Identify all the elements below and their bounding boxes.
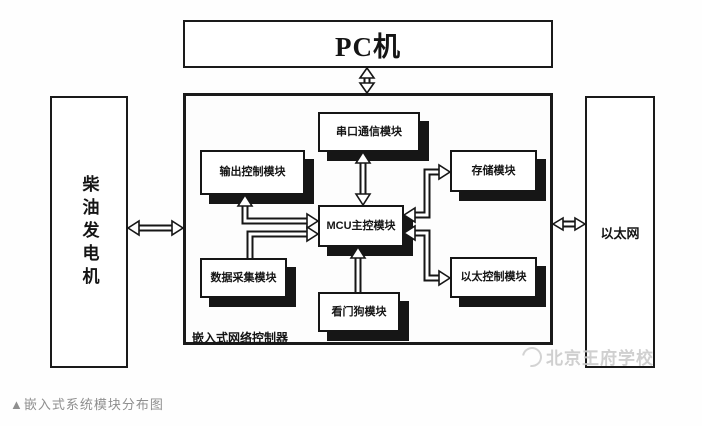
serial-comm-module: 串口通信模块 (318, 112, 420, 152)
diesel-generator-node: 柴油发电机 (50, 96, 128, 368)
ethernet-node: 以太网 (585, 96, 655, 368)
storage-module: 存储模块 (450, 150, 537, 192)
diesel-generator-label: 柴油发电机 (79, 174, 99, 290)
data-acquisition-module-label: 数据采集模块 (210, 271, 277, 284)
storage-module-label: 存储模块 (471, 164, 516, 177)
mcu-main-control-module: MCU主控模块 (318, 205, 404, 247)
data-acquisition-module: 数据采集模块 (200, 258, 287, 298)
watermark-text: 北京王府学校 (546, 349, 654, 368)
wire-main-ethernet (551, 216, 587, 232)
watermark: 北京王府学校 (518, 342, 654, 371)
output-control-module: 输出控制模块 (200, 150, 305, 195)
output-control-module-label: 输出控制模块 (219, 166, 286, 179)
pc-node: PC机 (183, 20, 553, 68)
watermark-logo-icon (518, 342, 546, 371)
watchdog-module-label: 看门狗模块 (331, 305, 387, 318)
mcu-main-control-module-label: MCU主控模块 (326, 219, 396, 232)
serial-comm-module-label: 串口通信模块 (336, 125, 402, 138)
ethernet-label: 以太网 (600, 225, 640, 241)
wire-pc-main (358, 66, 376, 95)
ethernet-control-module: 以太控制模块 (450, 257, 537, 298)
ethernet-control-module-label: 以太控制模块 (460, 271, 527, 284)
wire-diesel-main (126, 219, 185, 237)
pc-node-label: PC机 (335, 31, 401, 62)
embedded-controller-label: 嵌入式网络控制器 (192, 331, 289, 345)
watchdog-module: 看门狗模块 (318, 292, 400, 332)
figure-caption: ▲嵌入式系统模块分布图 (10, 397, 164, 412)
